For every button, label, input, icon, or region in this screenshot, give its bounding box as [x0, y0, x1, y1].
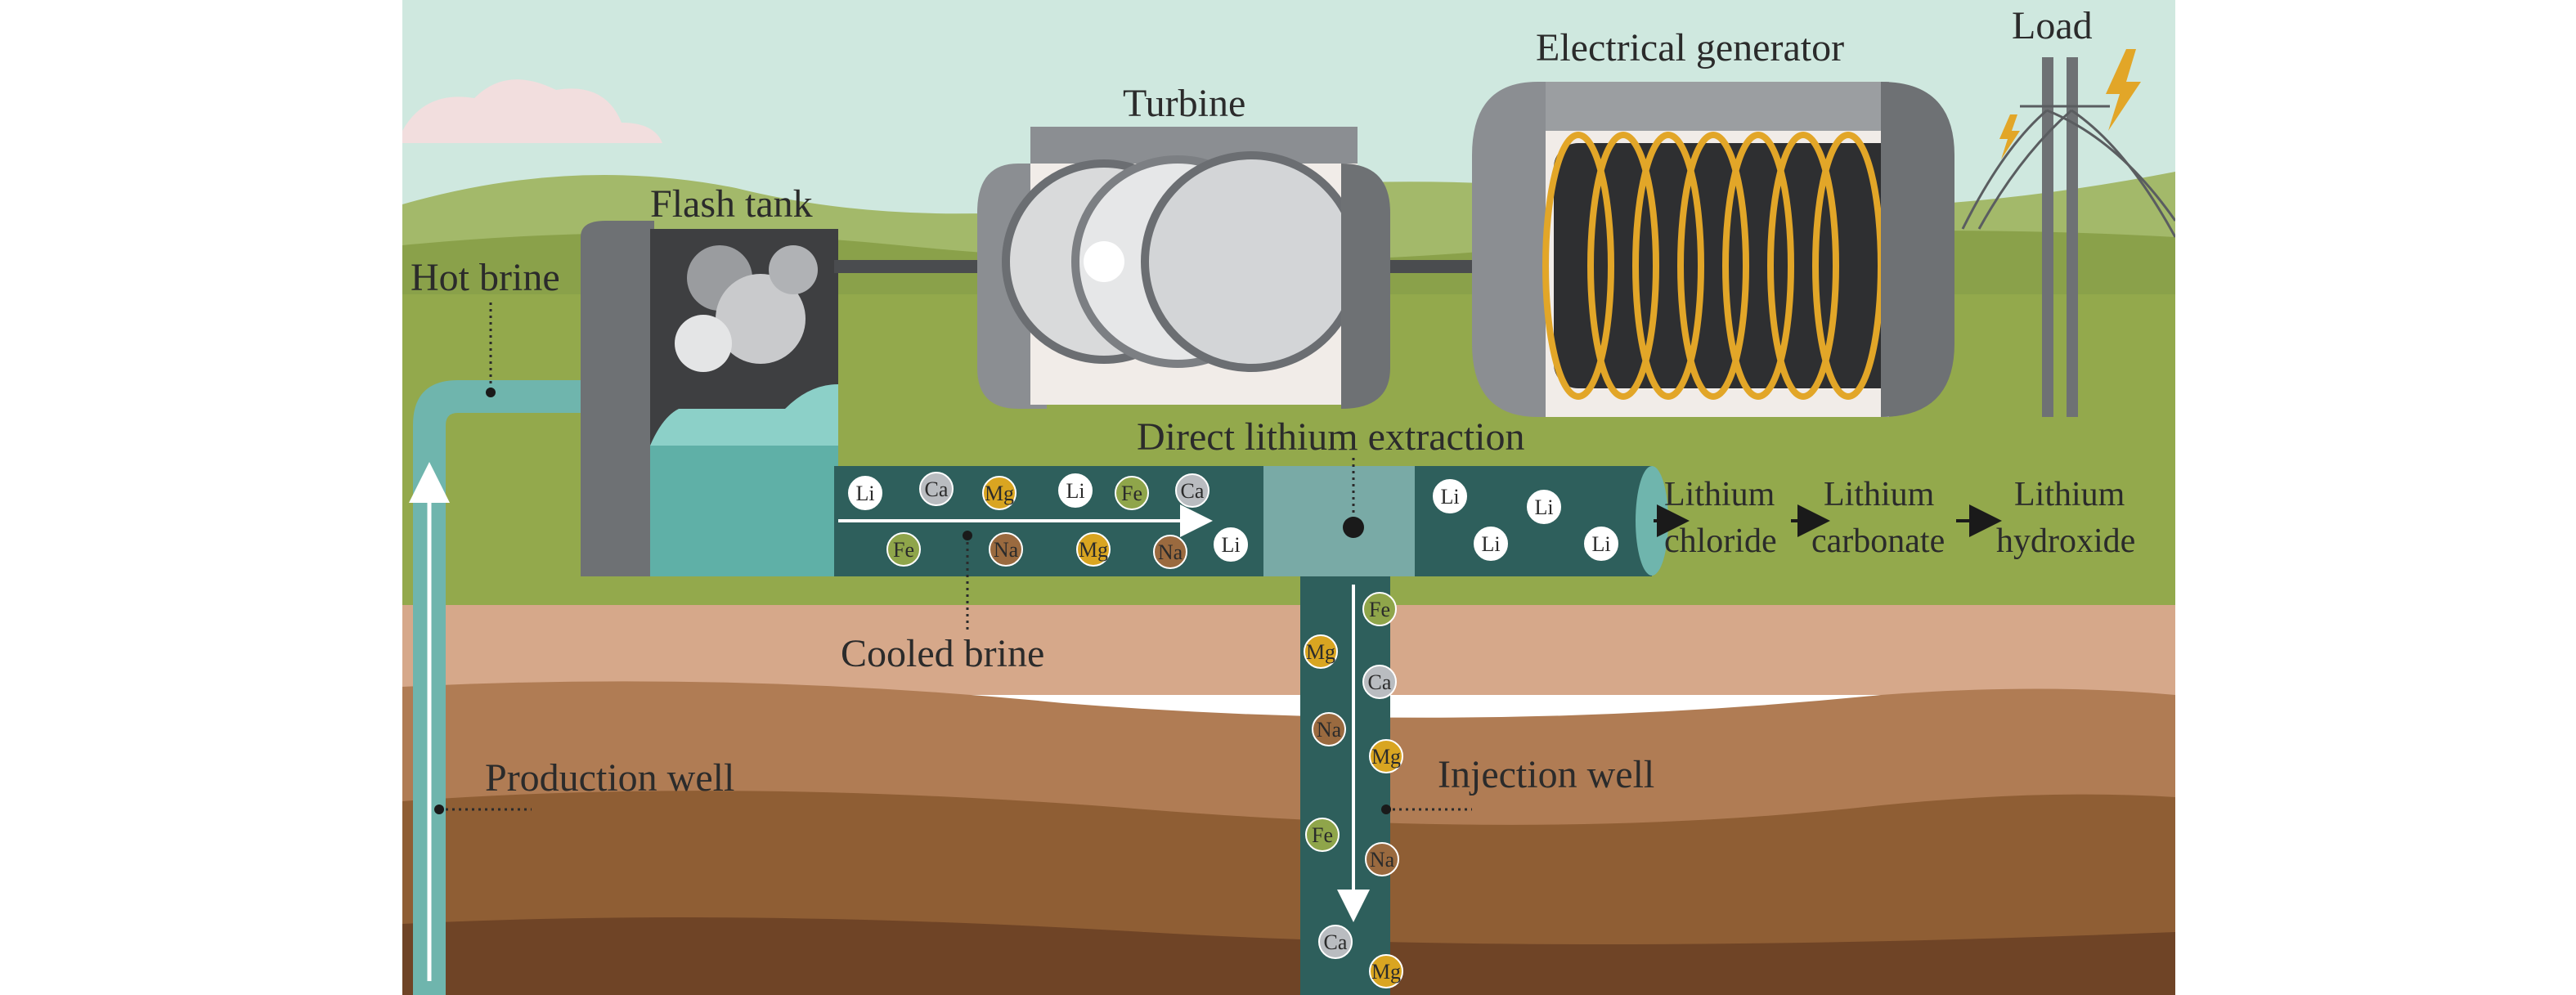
label-cooled-brine: Cooled brine [841, 632, 1044, 675]
ion-label: Fe [1312, 823, 1333, 847]
lightning-bolt-icon [1999, 114, 2020, 159]
ion-ca: Ca [1175, 473, 1209, 508]
ion-label: Ca [925, 477, 949, 501]
ion-label: Li [855, 482, 874, 505]
ion-mg: Mg [982, 476, 1016, 510]
label-production-well: Production well [485, 756, 734, 800]
leader-dot [486, 388, 496, 397]
ion-label: Li [1440, 485, 1459, 509]
ion-na: Na [1312, 712, 1346, 746]
ion-mg: Mg [1304, 634, 1338, 669]
ion-label: Mg [1371, 745, 1401, 769]
ion-mg: Mg [1369, 739, 1403, 773]
label-lithium-carbonate-1: Lithium [1824, 476, 1935, 513]
ion-li: Li [848, 476, 882, 510]
label-flash-tank: Flash tank [650, 182, 813, 226]
ion-label: Ca [1324, 930, 1348, 954]
label-hot-brine: Hot brine [411, 256, 560, 299]
leader-dot [1343, 517, 1364, 538]
label-lithium-chloride-2: chloride [1664, 522, 1777, 560]
ion-label: Mg [1079, 538, 1108, 562]
label-load: Load [2012, 4, 2093, 47]
ion-label: Fe [1121, 482, 1142, 505]
ion-ca: Ca [1362, 665, 1397, 699]
lightning-bolt-icon [2106, 49, 2141, 131]
leader-dot [963, 531, 972, 540]
ion-label: Li [1591, 532, 1610, 556]
production-well-pipe [409, 380, 622, 995]
ion-label: Ca [1368, 670, 1392, 694]
label-lithium-chloride-1: Lithium [1664, 476, 1775, 513]
ion-fe: Fe [886, 532, 921, 567]
ion-li: Li [1058, 473, 1093, 508]
ion-label: Li [1481, 532, 1500, 556]
label-injection-well: Injection well [1438, 753, 1654, 796]
ion-group-cooled-pipe-top: Li Ca Mg Li Fe Ca [848, 472, 1209, 510]
ion-label: Fe [893, 538, 914, 562]
leader-dot [1381, 805, 1391, 814]
label-electrical-generator: Electrical generator [1536, 26, 1844, 69]
electrical-generator [1472, 82, 1954, 417]
label-lithium-hydroxide-2: hydroxide [1996, 522, 2135, 560]
ion-fe: Fe [1305, 818, 1340, 852]
ion-label: Mg [985, 482, 1014, 505]
cloud [402, 79, 662, 143]
ion-mg: Mg [1369, 954, 1403, 988]
ion-ca: Ca [1318, 925, 1353, 959]
ion-li: Li [1214, 527, 1248, 562]
ion-label: Na [994, 538, 1019, 562]
ion-na: Na [1153, 535, 1187, 569]
ion-label: Li [1221, 533, 1240, 557]
soil-layer-4 [402, 917, 2175, 995]
ion-li: Li [1433, 479, 1467, 513]
ion-label: Mg [1371, 960, 1401, 984]
ion-label: Na [1158, 540, 1183, 564]
label-turbine: Turbine [1123, 82, 1245, 125]
power-pylons [1961, 57, 2175, 417]
label-direct-lithium-extraction: Direct lithium extraction [1137, 415, 1525, 459]
flash-tank [581, 221, 838, 576]
ion-label: Mg [1306, 640, 1335, 664]
soil-layer-1 [402, 605, 2175, 695]
ion-label: Fe [1369, 598, 1390, 621]
ion-label: Li [1066, 479, 1084, 503]
ion-na: Na [1365, 842, 1399, 876]
ion-label: Ca [1181, 479, 1205, 503]
ion-na: Na [989, 532, 1023, 567]
ion-fe: Fe [1115, 476, 1149, 510]
ion-label: Na [1370, 848, 1395, 872]
ion-li: Li [1474, 527, 1508, 561]
ion-label: Li [1534, 495, 1553, 519]
label-lithium-carbonate-2: carbonate [1811, 522, 1945, 560]
ion-li: Li [1527, 490, 1561, 524]
ion-fe: Fe [1362, 592, 1397, 626]
ion-ca: Ca [919, 472, 954, 506]
ion-li: Li [1584, 527, 1618, 561]
label-lithium-hydroxide-1: Lithium [2014, 476, 2125, 513]
turbine [977, 127, 1390, 409]
ion-label: Na [1317, 718, 1342, 742]
leader-dot [434, 805, 444, 814]
ion-group-cooled-pipe-bottom: Fe Na Mg Na Li [886, 527, 1248, 569]
dle-pipe-end [1636, 466, 1668, 576]
ion-mg: Mg [1076, 532, 1111, 567]
dle-unit [1263, 466, 1415, 576]
